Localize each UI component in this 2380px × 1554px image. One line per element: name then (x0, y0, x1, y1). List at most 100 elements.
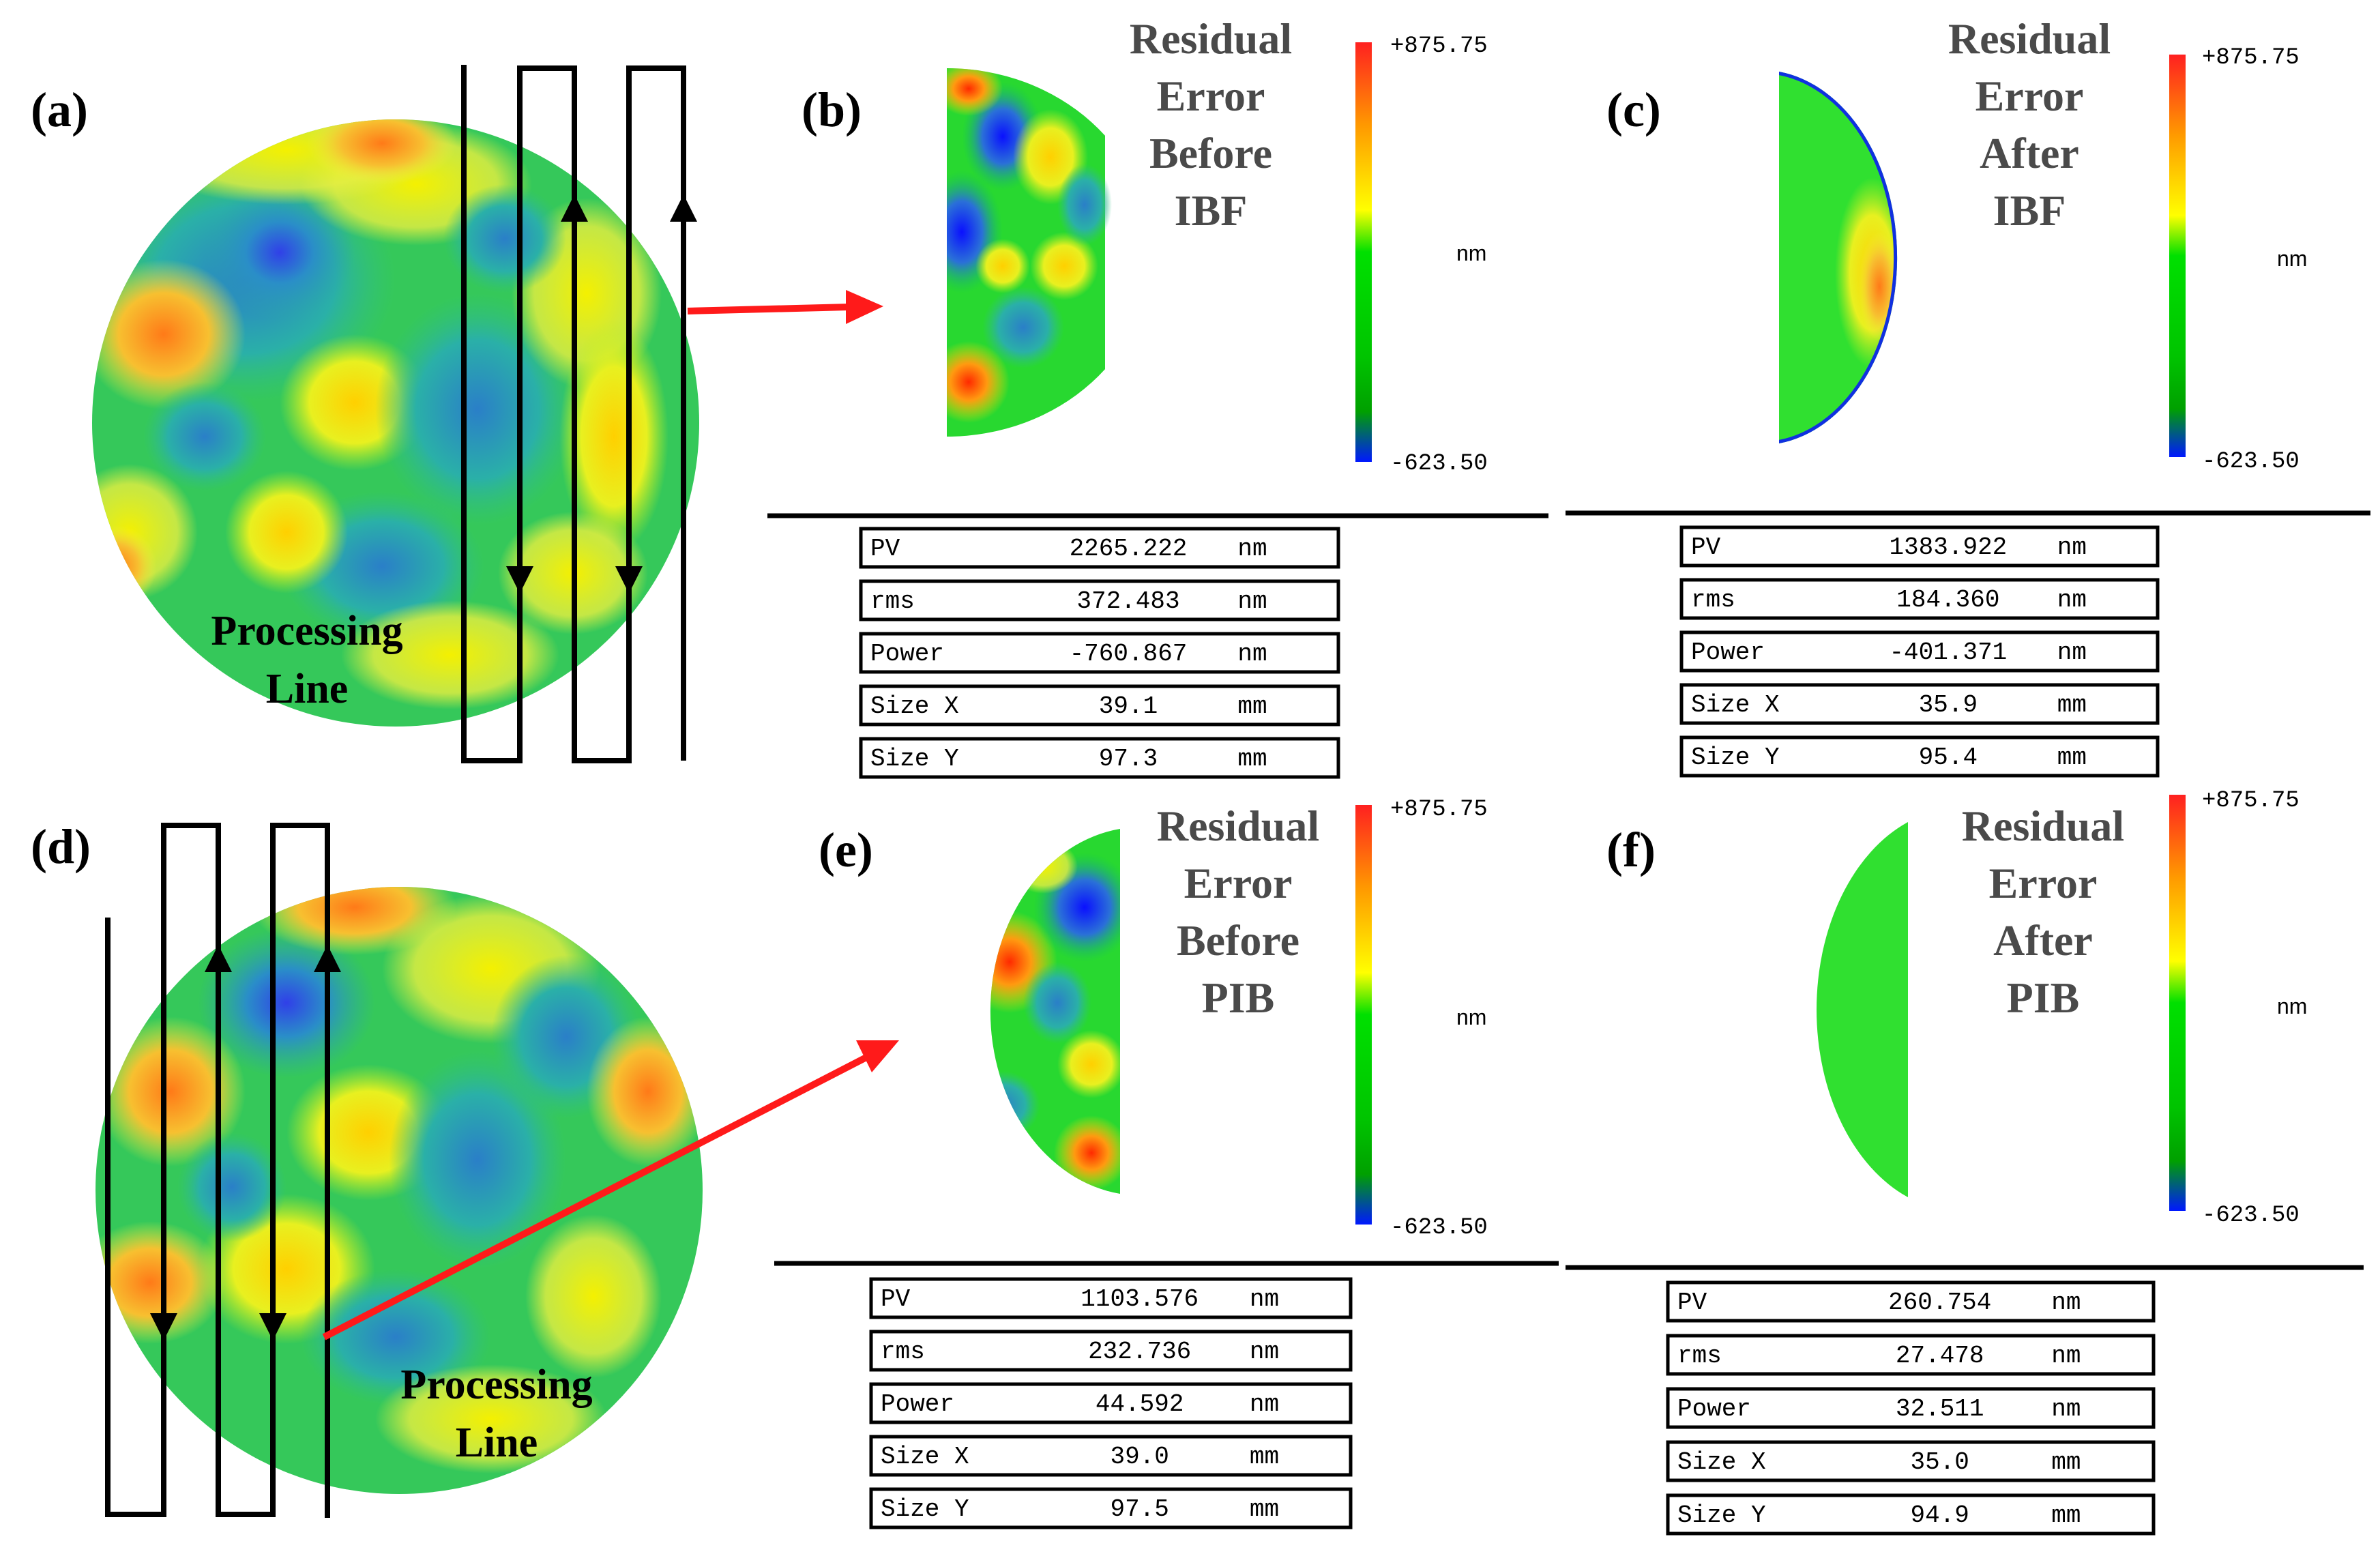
processing-line-label-d: Processing Line (400, 1362, 592, 1466)
svg-text:Residual: Residual (1157, 802, 1319, 850)
stat-name: rms (870, 587, 915, 615)
stat-value: -760.867 (1070, 640, 1188, 668)
stat-name: Size X (1677, 1448, 1766, 1476)
stat-unit: nm (1250, 1390, 1279, 1418)
stat-name: Size Y (881, 1495, 969, 1523)
connector-arrow-d-to-e (322, 1040, 899, 1340)
svg-text:Line: Line (456, 1420, 538, 1466)
svg-text:Error: Error (1975, 72, 2084, 120)
svg-text:Residual: Residual (1948, 14, 2111, 63)
svg-text:Error: Error (1184, 859, 1293, 907)
colorbar-e: +875.75 nm -623.50 (1355, 797, 1488, 1241)
stat-name: PV (881, 1285, 911, 1313)
stat-name: Size Y (1677, 1501, 1766, 1529)
stat-unit: mm (2051, 1448, 2081, 1476)
stat-row-rms: rms 184.360 nm (1679, 578, 2160, 620)
colorbar-f: +875.75 nm -623.50 (2169, 788, 2307, 1229)
stat-name: rms (1677, 1342, 1722, 1370)
stat-value: 97.5 (1110, 1495, 1169, 1523)
svg-text:After: After (1980, 129, 2079, 177)
stat-unit: nm (1237, 640, 1267, 668)
stat-value: 232.736 (1088, 1338, 1191, 1366)
stat-name: Power (870, 640, 944, 668)
stat-row-size-y: Size Y 94.9 mm (1666, 1493, 2156, 1536)
connector-arrow-a-to-b (687, 290, 883, 324)
svg-text:Before: Before (1177, 916, 1299, 965)
stat-value: 260.754 (1888, 1289, 1991, 1317)
surface-map-d (96, 887, 703, 1494)
panel-label-d: (d) (31, 819, 91, 874)
stat-unit: mm (2057, 744, 2087, 772)
svg-text:nm: nm (2277, 246, 2307, 271)
svg-text:Processing: Processing (211, 608, 402, 654)
svg-text:Processing: Processing (400, 1362, 592, 1408)
svg-text:-623.50: -623.50 (2202, 449, 2300, 475)
stat-name: Power (1691, 639, 1765, 666)
stat-unit: nm (2057, 586, 2087, 614)
stat-unit: nm (2057, 533, 2087, 561)
svg-text:Error: Error (1989, 859, 2098, 907)
surface-map-c (1779, 72, 1898, 443)
svg-text:-623.50: -623.50 (1390, 451, 1488, 477)
stat-unit: mm (1250, 1443, 1279, 1471)
svg-text:IBF: IBF (1993, 186, 2066, 235)
svg-text:-623.50: -623.50 (1390, 1215, 1488, 1241)
stat-value: 35.9 (1919, 691, 1978, 719)
surface-map-f (1817, 822, 1908, 1197)
stat-name: rms (1691, 586, 1735, 614)
stat-unit: nm (1237, 535, 1267, 563)
stat-name: Power (1677, 1395, 1751, 1423)
path-arrows-a (506, 194, 697, 593)
stat-value: 184.360 (1896, 586, 1999, 614)
svg-text:PIB: PIB (2007, 973, 2080, 1022)
stat-unit: nm (1250, 1338, 1279, 1366)
stat-name: PV (1677, 1289, 1707, 1317)
stat-row-pv: PV 1103.576 nm (869, 1277, 1353, 1319)
stat-unit: mm (1237, 692, 1267, 720)
surface-map-e (990, 829, 1120, 1194)
colorbar-b: +875.75 nm -623.50 (1355, 33, 1488, 477)
svg-text:nm: nm (1456, 241, 1486, 265)
svg-text:Residual: Residual (1130, 14, 1292, 63)
stat-unit: nm (2051, 1395, 2081, 1423)
svg-text:+875.75: +875.75 (1390, 797, 1488, 823)
stat-name: Power (881, 1390, 954, 1418)
stat-unit: nm (2051, 1342, 2081, 1370)
stat-row-power: Power 44.592 nm (869, 1382, 1353, 1424)
stat-unit: nm (1250, 1285, 1279, 1313)
panel-label-a: (a) (31, 83, 88, 137)
surface-map-b (947, 68, 1112, 437)
colorbar-c: +875.75 nm -623.50 (2169, 45, 2307, 475)
panel-label-e: (e) (819, 823, 873, 877)
panel-label-f: (f) (1606, 823, 1656, 877)
stat-name: Size X (1691, 691, 1780, 719)
stat-value: 2265.222 (1070, 535, 1188, 563)
svg-text:Before: Before (1149, 129, 1272, 177)
svg-text:-623.50: -623.50 (2202, 1203, 2300, 1229)
stat-value: 94.9 (1911, 1501, 1969, 1529)
stat-value: -401.371 (1889, 639, 2007, 666)
stat-name: PV (1691, 533, 1721, 561)
stat-value: 44.592 (1096, 1390, 1184, 1418)
svg-text:+875.75: +875.75 (2202, 788, 2300, 814)
stat-unit: mm (1250, 1495, 1279, 1523)
stat-value: 1103.576 (1081, 1285, 1199, 1313)
stat-unit: mm (2051, 1501, 2081, 1529)
stat-name: rms (881, 1338, 925, 1366)
stat-name: Size X (881, 1443, 969, 1471)
svg-text:PIB: PIB (1202, 973, 1275, 1022)
stat-row-pv: PV 260.754 nm (1666, 1280, 2156, 1323)
stat-unit: nm (2051, 1289, 2081, 1317)
stat-value: 39.1 (1099, 692, 1158, 720)
svg-text:IBF: IBF (1175, 186, 1248, 235)
stat-row-size-y: Size Y 97.5 mm (869, 1487, 1353, 1529)
